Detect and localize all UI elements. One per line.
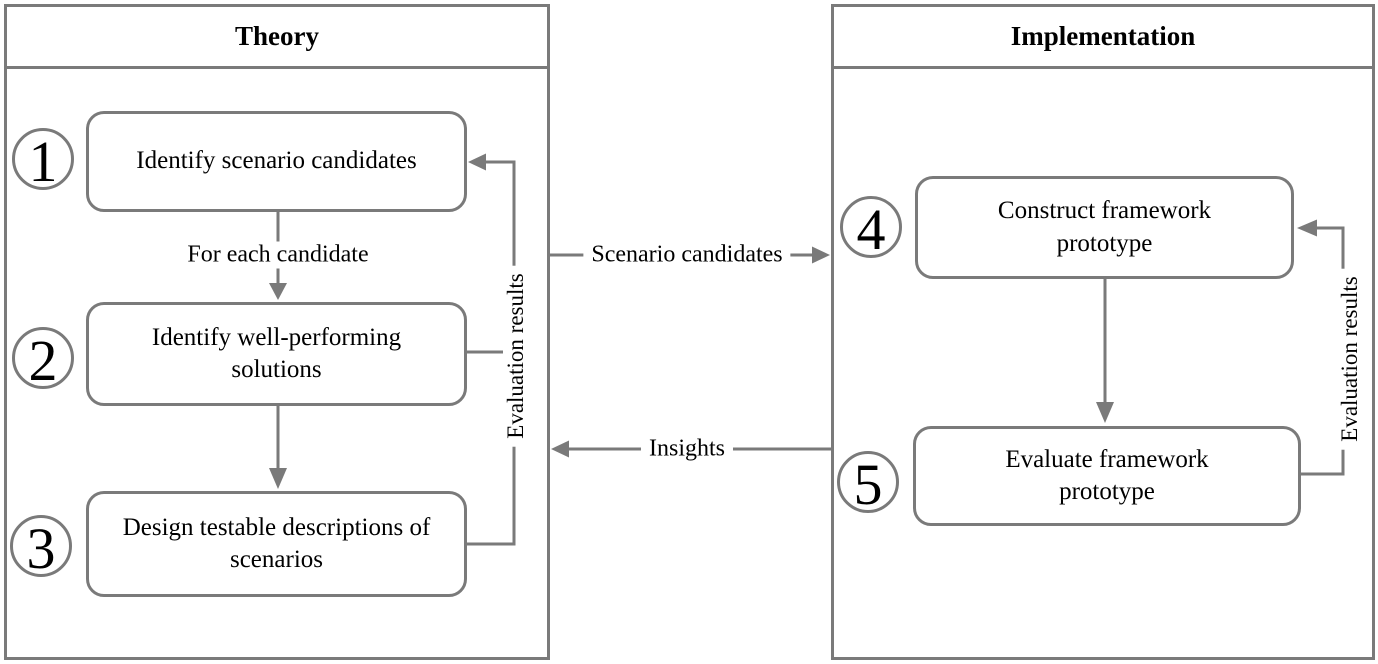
arrowhead-left-icon (551, 440, 569, 458)
step-number-3-text: 3 (26, 516, 56, 581)
step-number-3: 3 (10, 515, 72, 581)
step-number-4-text: 4 (856, 197, 886, 262)
implementation-evaluation-results-label: Evaluation results (1337, 268, 1363, 450)
step-number-5-text: 5 (853, 452, 883, 517)
step-number-2: 2 (12, 327, 74, 393)
step-number-1: 1 (12, 128, 74, 194)
step-box-label: Evaluate framework prototype (1005, 445, 1209, 506)
step-box-evaluate-framework-prototype: Evaluate framework prototype (913, 426, 1301, 526)
step-box-label: Identify well-performing solutions (151, 323, 402, 384)
insights-label: Insights (640, 435, 734, 463)
theory-panel-header: Theory (7, 7, 547, 69)
implementation-panel: Implementation (831, 4, 1375, 660)
for-each-candidate-label: For each candidate (179, 241, 377, 269)
step-number-2-text: 2 (28, 328, 58, 393)
scenario-candidates-label: Scenario candidates (583, 241, 791, 269)
step-number-1-text: 1 (28, 129, 58, 194)
step-box-design-testable-descriptions: Design testable descriptions of scenario… (86, 491, 467, 597)
arrowhead-left-icon (1297, 219, 1317, 237)
step-box-label: Identify scenario candidates (136, 147, 417, 175)
arrowhead-down-icon (269, 283, 287, 300)
arrowhead-down-icon (1096, 402, 1114, 423)
implementation-panel-title: Implementation (1010, 21, 1196, 51)
theory-evaluation-results-label: Evaluation results (503, 265, 529, 447)
connector-step4-step5 (1096, 279, 1114, 423)
implementation-panel-header: Implementation (834, 7, 1372, 69)
step-box-label: Construct framework prototype (997, 197, 1212, 257)
step-number-4: 4 (840, 196, 902, 262)
arrowhead-down-icon (269, 468, 287, 489)
step-box-construct-framework-prototype: Construct framework prototype (915, 176, 1294, 279)
step-box-identify-scenario-candidates: Identify scenario candidates (86, 111, 467, 212)
step-box-identify-well-performing-solutions: Identify well-performing solutions (86, 302, 467, 406)
step-number-5: 5 (837, 451, 899, 517)
arrowhead-left-icon (468, 153, 486, 171)
step-box-label: Design testable descriptions of scenario… (122, 513, 431, 574)
theory-panel: Theory (4, 4, 550, 660)
arrowhead-right-icon (812, 246, 830, 264)
connector-step2-step3 (269, 406, 287, 489)
theory-panel-title: Theory (235, 21, 319, 51)
